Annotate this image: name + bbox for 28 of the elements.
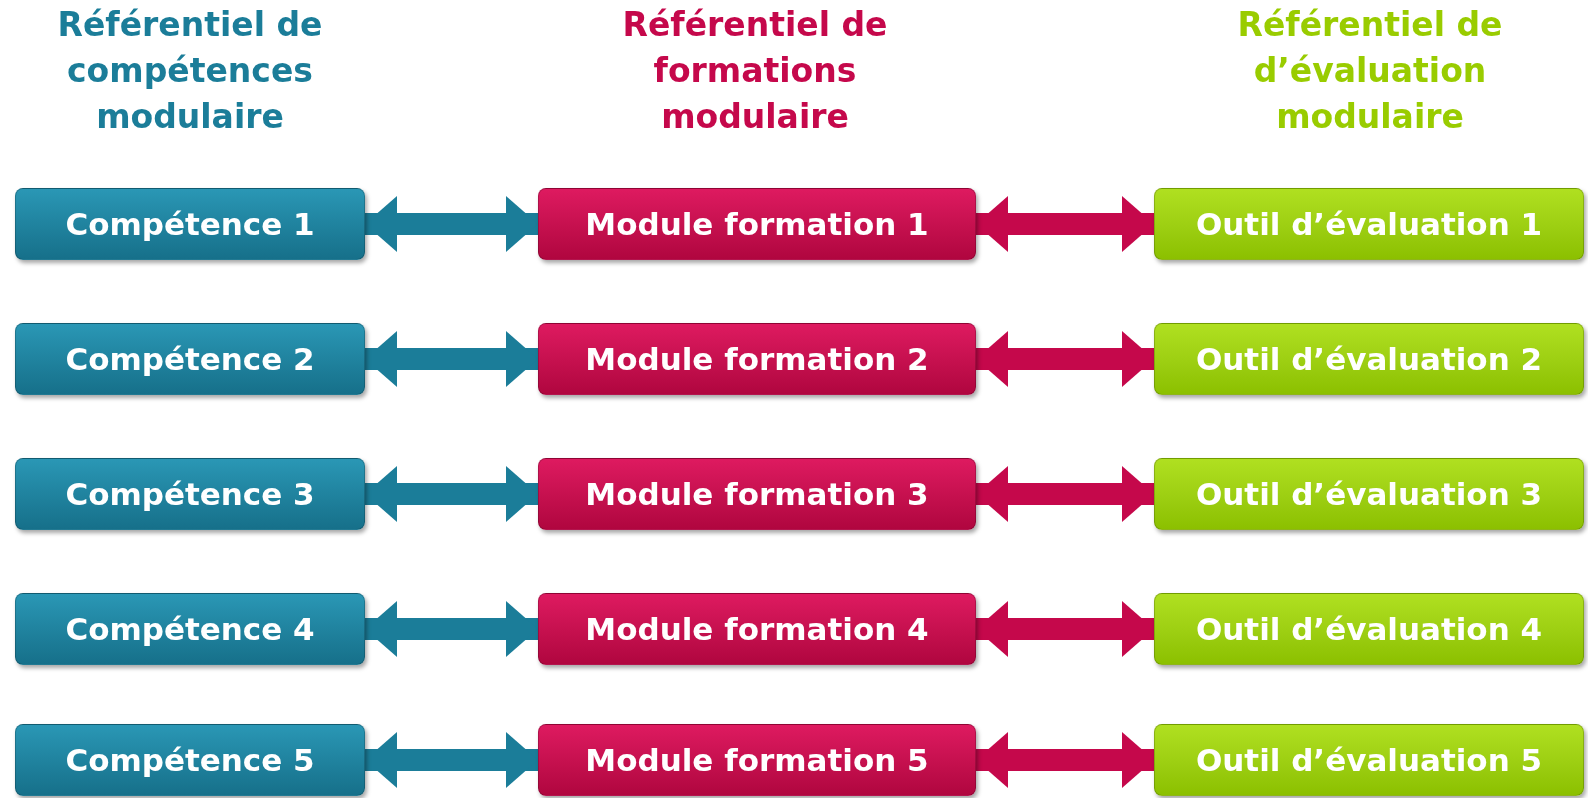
module-box: Outil d’évaluation 5	[1154, 724, 1584, 796]
double-arrow	[365, 601, 538, 657]
module-box: Outil d’évaluation 4	[1154, 593, 1584, 665]
column-heading: Référentiel de d’évaluation modulaire	[1236, 4, 1504, 138]
module-box: Module formation 2	[538, 323, 976, 395]
module-box: Module formation 3	[538, 458, 976, 530]
module-box: Compétence 1	[15, 188, 365, 260]
module-box: Compétence 3	[15, 458, 365, 530]
module-box: Module formation 4	[538, 593, 976, 665]
double-arrow	[976, 466, 1154, 522]
double-arrow	[976, 331, 1154, 387]
module-box: Module formation 5	[538, 724, 976, 796]
double-arrow	[365, 466, 538, 522]
module-box: Compétence 2	[15, 323, 365, 395]
module-box: Compétence 4	[15, 593, 365, 665]
module-box: Outil d’évaluation 1	[1154, 188, 1584, 260]
double-arrow	[365, 196, 538, 252]
module-box: Compétence 5	[15, 724, 365, 796]
column-heading: Référentiel de compétences modulaire	[56, 4, 324, 138]
module-box: Outil d’évaluation 3	[1154, 458, 1584, 530]
column-heading: Référentiel de formations modulaire	[621, 4, 889, 138]
module-box: Outil d’évaluation 2	[1154, 323, 1584, 395]
double-arrow	[976, 601, 1154, 657]
double-arrow	[365, 732, 538, 788]
double-arrow	[976, 196, 1154, 252]
module-box: Module formation 1	[538, 188, 976, 260]
double-arrow	[976, 732, 1154, 788]
double-arrow	[365, 331, 538, 387]
